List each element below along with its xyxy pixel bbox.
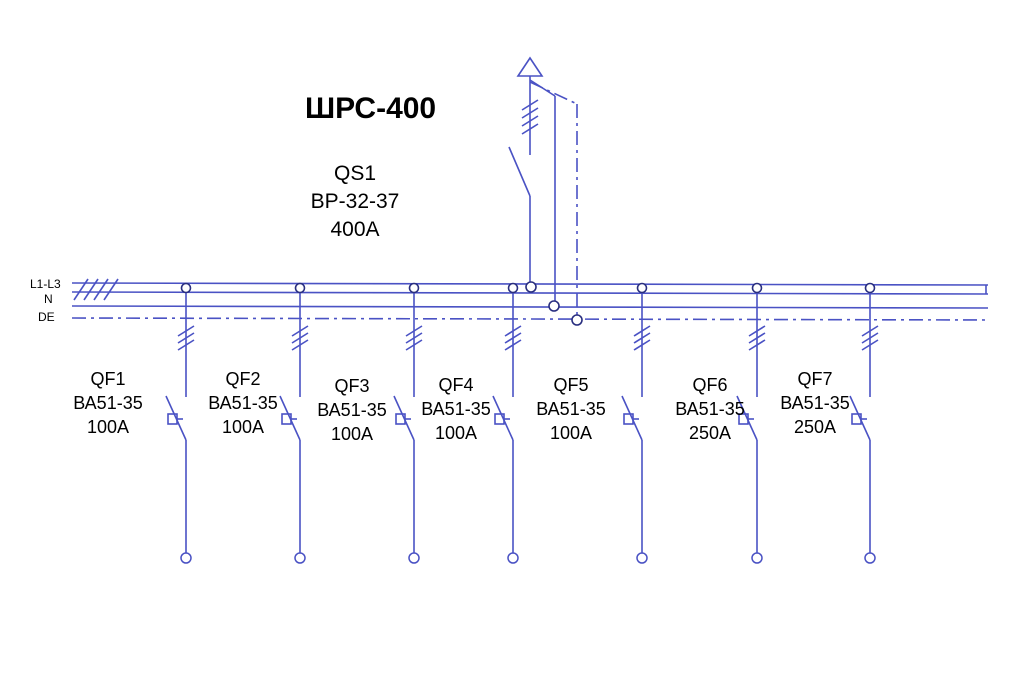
feeder-1-output-terminal — [180, 552, 192, 564]
feeder-1-rating: 100А — [87, 417, 129, 437]
main-switch-blade — [508, 146, 531, 197]
feeder-2-hatch-1 — [291, 325, 309, 337]
feeder-2-hatch-2 — [291, 332, 309, 344]
feeder-6-id: QF6 — [692, 375, 727, 395]
feeder-labels: QF1 ВА51-35 100А QF2 ВА51-35 100А QF3 ВА… — [73, 369, 849, 444]
bus-label-earth: DE — [38, 310, 55, 324]
feeder-1-hatch-2 — [177, 332, 195, 344]
feeder-1-model: ВА51-35 — [73, 393, 142, 413]
feeder-7-rating: 250А — [794, 417, 836, 437]
incoming-supply-arrow — [516, 56, 544, 77]
feeder-4-output-terminal — [507, 552, 519, 564]
feeder-5-breaker-blade — [621, 395, 643, 441]
main-switch-qs1 — [508, 56, 583, 326]
feeder-7-hatch-2 — [861, 332, 879, 344]
phase-hatch-3 — [93, 278, 109, 301]
feeder-5-rating: 100А — [550, 423, 592, 443]
feeder-1-bus-junction — [180, 282, 192, 294]
feeder-6-hatch-2 — [748, 332, 766, 344]
feeder-2-hatch-3 — [291, 339, 309, 351]
feeder-2-output-terminal — [294, 552, 306, 564]
feeder-4-bus-junction — [507, 282, 519, 294]
incoming-hatch-4 — [521, 123, 539, 135]
feeder-2-id: QF2 — [225, 369, 260, 389]
main-switch-id: QS1 — [334, 162, 376, 185]
feeder-4-hatch-1 — [504, 325, 522, 337]
feeder-4-model: ВА51-35 — [421, 399, 490, 419]
feeder-3-id: QF3 — [334, 376, 369, 396]
feeder-1-hatch-3 — [177, 339, 195, 351]
feeder-7-bus-junction — [864, 282, 876, 294]
phase-hatch-2 — [83, 278, 99, 301]
feeder-4-breaker-blade — [492, 395, 514, 441]
feeder-5-id: QF5 — [553, 375, 588, 395]
feeder-4-hatch-3 — [504, 339, 522, 351]
main-switch-labels: QS1 ВР-32-37 400А — [311, 162, 400, 241]
feeder-1-breaker-blade — [165, 395, 187, 441]
incoming-hatch-3 — [521, 115, 539, 127]
feeder-circuits — [165, 282, 879, 564]
feeder-2-bus-junction — [294, 282, 306, 294]
feeder-6-model: ВА51-35 — [675, 399, 744, 419]
feeder-6-hatch-1 — [748, 325, 766, 337]
diagram-title: ШРС-400 — [305, 92, 436, 125]
feeder-4-id: QF4 — [438, 375, 473, 395]
earth-bus-line — [71, 317, 989, 321]
feeder-6-bus-junction — [751, 282, 763, 294]
feeder-3-rating: 100А — [331, 424, 373, 444]
feeder-1-id: QF1 — [90, 369, 125, 389]
feeder-4-hatch-2 — [504, 332, 522, 344]
feeder-7-breaker-blade — [849, 395, 871, 441]
feeder-6-rating: 250А — [689, 423, 731, 443]
feeder-1-hatch-1 — [177, 325, 195, 337]
feeder-7-hatch-3 — [861, 339, 879, 351]
neutral-bus-line — [71, 305, 989, 309]
feeder-3-hatch-2 — [405, 332, 423, 344]
feeder-6-breaker-blade — [736, 395, 758, 441]
main-switch-rating: 400А — [330, 218, 379, 241]
feeder-2-model: ВА51-35 — [208, 393, 277, 413]
phase-hatch-4 — [103, 278, 119, 301]
incoming-hatch-2 — [521, 107, 539, 119]
feeder-7-hatch-1 — [861, 325, 879, 337]
feeder-3-output-terminal — [408, 552, 420, 564]
phase-bus-line-2 — [71, 291, 989, 295]
incoming-hatch-1 — [521, 99, 539, 111]
bus-labels: L1-L3 N DE — [30, 277, 61, 324]
feeder-7-id: QF7 — [797, 369, 832, 389]
feeder-7-output-terminal — [864, 552, 876, 564]
feeder-3-bus-junction — [408, 282, 420, 294]
feeder-2-rating: 100А — [222, 417, 264, 437]
feeder-3-hatch-3 — [405, 339, 423, 351]
feeder-5-hatch-1 — [633, 325, 651, 337]
feeder-3-hatch-1 — [405, 325, 423, 337]
feeder-5-hatch-3 — [633, 339, 651, 351]
feeder-6-hatch-3 — [748, 339, 766, 351]
feeder-4-rating: 100А — [435, 423, 477, 443]
phase-junction — [525, 281, 537, 293]
bus-label-neutral: N — [44, 292, 53, 306]
earth-branch-top — [529, 81, 578, 105]
feeder-7-model: ВА51-35 — [780, 393, 849, 413]
feeder-2-breaker-blade — [279, 395, 301, 441]
feeder-5-output-terminal — [636, 552, 648, 564]
earth-junction — [571, 314, 583, 326]
phase-hatch-1 — [73, 278, 89, 301]
feeder-3-breaker-blade — [393, 395, 415, 441]
feeder-5-model: ВА51-35 — [536, 399, 605, 419]
bus-label-phase: L1-L3 — [30, 277, 61, 291]
feeder-5-hatch-2 — [633, 332, 651, 344]
neutral-junction — [548, 300, 560, 312]
feeder-6-output-terminal — [751, 552, 763, 564]
main-switch-model: ВР-32-37 — [311, 190, 400, 213]
feeder-5-bus-junction — [636, 282, 648, 294]
feeder-3-model: ВА51-35 — [317, 400, 386, 420]
